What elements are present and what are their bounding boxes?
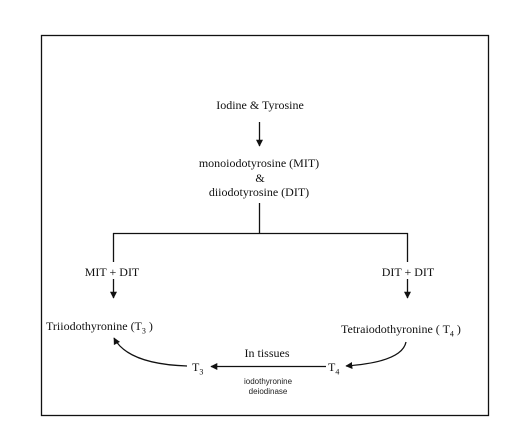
ampersand-label: & — [255, 171, 265, 185]
in-tissues-label: In tissues — [244, 346, 290, 360]
t3-short-subscript: 3 — [199, 367, 204, 377]
t4-name-close: ) — [456, 322, 461, 336]
diagram-frame — [40, 34, 490, 417]
t4-short-text: T — [328, 360, 336, 374]
t3-short-text: T — [192, 360, 200, 374]
t4-short-label: T4 — [328, 360, 340, 377]
curve-t4-to-t4-short — [345, 341, 407, 370]
t3-name-label: Triiodothyronine (T3 ) — [46, 319, 153, 336]
mit-label: monoiodotyrosine (MIT) — [198, 156, 320, 170]
t4-name-label: Tetraiodothyronine ( T4 ) — [341, 322, 461, 339]
t3-name-subscript: 3 — [141, 326, 146, 336]
t4-name-text: Tetraiodothyronine ( T — [341, 322, 450, 336]
enzyme-line-2: deiodinase — [248, 387, 288, 396]
t3-name-close: ) — [148, 319, 153, 333]
source-label: Iodine & Tyrosine — [216, 98, 304, 112]
t4-short-subscript: 4 — [335, 367, 340, 377]
curve-t3-to-t3-name — [113, 337, 188, 367]
right-combo-label: DIT + DIT — [381, 265, 435, 279]
t4-name-subscript: 4 — [449, 329, 454, 339]
t3-name-text: Triiodothyronine (T — [46, 319, 142, 333]
left-combo-label: MIT + DIT — [84, 265, 140, 279]
enzyme-line-1: iodothyronine — [243, 377, 293, 386]
enzyme-label: iodothyronine deiodinase — [244, 377, 292, 397]
dit-label: diiodotyrosine (DIT) — [208, 185, 310, 199]
t3-short-label: T3 — [192, 360, 204, 377]
